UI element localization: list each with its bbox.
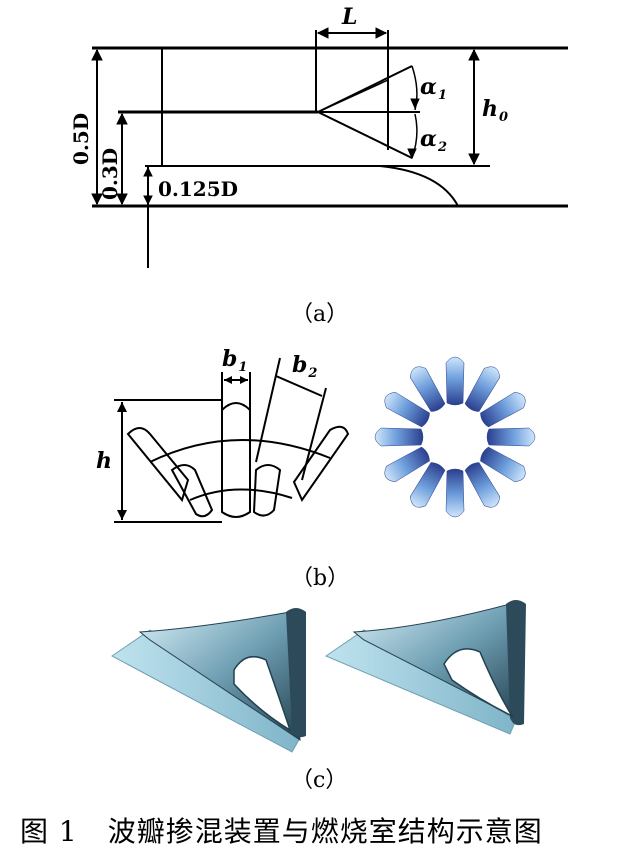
panel-b-arrows [117,376,248,520]
alpha1-arrow [410,98,420,110]
panel-a-schematic [91,27,568,268]
lobe-render-left [111,608,306,753]
dim-0125D-arrow-bottom [143,195,153,206]
label-h: h [96,448,112,474]
petal-11 [384,391,430,428]
dim-b2-line [275,375,323,397]
lobe-render-left-fin [286,608,306,738]
lobe-left-2 [170,464,214,518]
dim-h-arrow-top [117,402,127,412]
dim-0125D-arrow-top [143,166,153,177]
petal-5 [480,446,526,483]
label-03D: 0.3D [98,148,122,200]
alpha2-arrow [407,148,417,160]
label-alpha2: α2 [420,126,447,155]
dim-h0-arrow-top [468,48,480,61]
L-arrow-left [316,27,329,39]
petal-8 [409,462,446,508]
lobe-right-2 [252,464,282,517]
dim-03D-arrow-top [116,112,128,125]
L-arrow-right [375,27,388,39]
combustor-contour [379,165,459,207]
lobe-render-right [324,600,526,735]
figure-number: 图 1 [20,815,78,848]
lobe-render-right-fin [506,600,526,726]
figure-caption: 图 1 波瓣掺混装置与燃烧室结构示意图 [20,810,543,850]
label-b2: b2 [292,352,317,381]
label-h0: h0 [482,96,508,125]
inner-arc [149,439,331,463]
petal-6 [464,462,501,508]
label-0125D: 0.125D [158,177,238,201]
dim-b2-ext-1 [255,357,281,463]
dim-b1-arrow-right [240,376,248,384]
caption-panel-a: （a） [291,302,349,327]
lobe-left-outer [126,427,190,503]
petal-3 [480,391,526,428]
dim-03D-arrow-bottom [116,193,128,206]
lobe-upper-inner [317,79,389,113]
inner-arc-2 [189,488,293,501]
figure-title: 波瓣掺混装置与燃烧室结构示意图 [107,815,543,848]
caption-panel-c: （c） [291,768,348,793]
lobe-right-outer [292,425,350,503]
petal-ring [374,356,536,518]
lobe-lower-inner [317,111,389,147]
petal-9 [384,446,430,483]
petal-2 [464,366,501,412]
caption-panel-b: （b） [291,566,350,591]
label-05D: 0.5D [69,113,93,165]
petal-4 [486,427,536,447]
lobe-render-right-cutout [443,648,515,718]
dim-05D-arrow-bottom [91,193,103,206]
dim-h-arrow-bottom [117,510,127,520]
petal-12 [409,366,446,412]
dim-b1-arrow-left [224,376,232,384]
dim-b2-ext-2 [301,387,327,481]
label-alpha1: α1 [420,74,447,103]
petal-7 [445,468,465,518]
dim-05D-arrow-top [91,48,103,61]
lobe-render-left-cutout [233,655,292,732]
label-L: L [341,4,357,30]
lobe-center [221,402,251,518]
dim-h0-arrow-bottom [468,153,480,166]
petal-10 [374,427,424,447]
petal-1 [445,356,465,406]
label-b1: b1 [222,346,247,375]
